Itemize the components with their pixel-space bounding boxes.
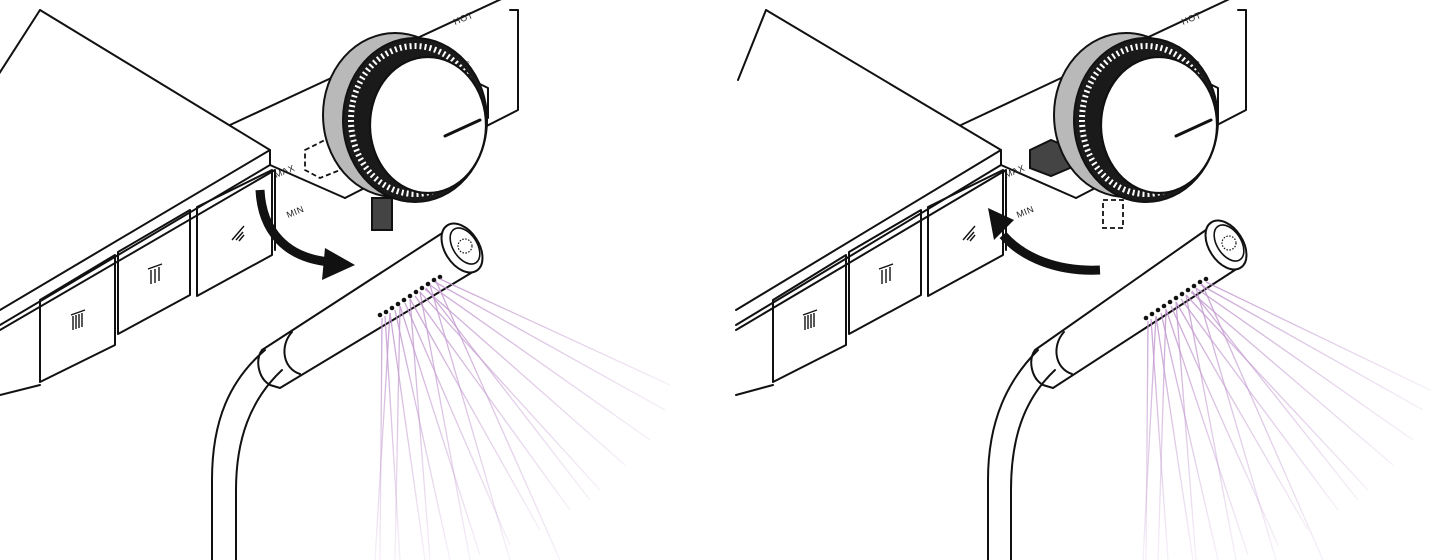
- label-hot: HOT: [1180, 10, 1203, 27]
- overhead-shower-icon: [71, 310, 85, 330]
- shower-hose: [212, 350, 282, 560]
- label-max: MAX: [273, 163, 296, 180]
- temperature-dial[interactable]: [1030, 33, 1218, 228]
- label-max: MAX: [1003, 163, 1026, 180]
- shower-button-2[interactable]: [118, 210, 190, 334]
- handshower-icon: [963, 226, 975, 241]
- handshower[interactable]: [1031, 213, 1255, 388]
- button-row: [736, 170, 1006, 395]
- water-spray: [1143, 282, 1430, 560]
- handshower-icon: [232, 226, 244, 241]
- temperature-dial[interactable]: [305, 33, 488, 230]
- shower-diagram-left: HOT 40° MAX MIN: [0, 0, 718, 560]
- handshower[interactable]: [258, 216, 491, 388]
- shower-button-1[interactable]: [773, 255, 846, 382]
- direction-arrow: [988, 208, 1100, 270]
- handshower-button[interactable]: [928, 170, 1003, 296]
- handshower-button[interactable]: [197, 170, 272, 296]
- label-hot: HOT: [452, 10, 475, 27]
- diagram-panel-left: HOT 40° MAX MIN: [0, 0, 718, 560]
- overhead-shower-icon: [803, 310, 817, 330]
- overhead-shower-icon: [879, 264, 893, 284]
- shower-button-1[interactable]: [40, 255, 115, 382]
- overhead-shower-icon: [148, 264, 162, 284]
- shower-diagram-right: HOT 40° MAX MIN: [718, 0, 1435, 560]
- shower-button-2[interactable]: [849, 210, 921, 334]
- diagram-panel-right: HOT 40° MAX MIN: [718, 0, 1435, 560]
- button-row: [0, 170, 275, 395]
- label-min: MIN: [285, 204, 305, 220]
- shower-hose: [988, 350, 1055, 560]
- label-min: MIN: [1015, 204, 1035, 220]
- water-spray: [375, 279, 670, 560]
